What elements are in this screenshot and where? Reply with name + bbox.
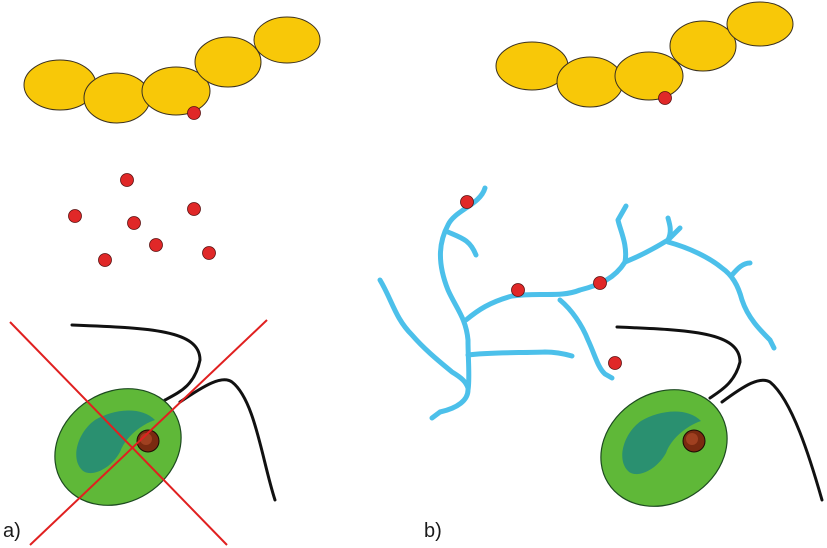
- hyphal-network: [377, 185, 777, 421]
- panel-b-label: b): [424, 520, 442, 542]
- flagellum: [178, 378, 277, 502]
- hypha: [729, 260, 753, 278]
- chain-cell: [83, 72, 151, 124]
- hypha: [557, 297, 615, 381]
- red-particle: [98, 253, 112, 267]
- red-particle: [68, 209, 82, 223]
- chain-cell: [669, 20, 737, 72]
- nucleus-core: [140, 433, 152, 445]
- red-particle: [127, 216, 141, 230]
- red-particle: [460, 195, 474, 209]
- hypha: [463, 203, 629, 323]
- red-particle: [658, 91, 672, 105]
- panel-b: [377, 1, 824, 507]
- flagellum: [70, 323, 202, 402]
- red-particle: [187, 202, 201, 216]
- red-particle: [149, 238, 163, 252]
- algae-cell-b: [600, 325, 824, 507]
- red-particle: [120, 173, 134, 187]
- panel-a: [9, 16, 321, 546]
- algae-cell-a: [54, 323, 277, 506]
- red-particle: [187, 106, 201, 120]
- hypha: [429, 185, 488, 421]
- cross-line: [9, 321, 228, 546]
- chloroplast: [76, 410, 155, 474]
- hypha: [445, 229, 479, 258]
- chain-cell: [253, 16, 321, 64]
- chain-cell: [556, 56, 624, 108]
- scattered-particles: [68, 173, 216, 267]
- red-cross-mark: [9, 319, 268, 546]
- chloroplast: [622, 411, 701, 475]
- yellow-cell-chain-a: [23, 16, 321, 124]
- chain-cell: [194, 36, 262, 88]
- red-particle: [202, 246, 216, 260]
- chain-cell: [726, 1, 794, 47]
- hypha: [465, 349, 575, 359]
- red-particle: [593, 276, 607, 290]
- red-particle: [511, 283, 525, 297]
- hypha: [377, 277, 471, 391]
- flagellum: [720, 378, 824, 502]
- flagellum: [615, 325, 742, 400]
- hypha: [665, 239, 777, 351]
- panel-a-label: a): [3, 520, 21, 542]
- chain-cell: [614, 51, 684, 101]
- nucleus-core: [686, 433, 698, 445]
- cross-line: [29, 319, 268, 546]
- hypha: [665, 215, 673, 243]
- yellow-cell-chain-b: [495, 1, 794, 108]
- red-particle: [608, 356, 622, 370]
- chain-cell: [141, 66, 211, 116]
